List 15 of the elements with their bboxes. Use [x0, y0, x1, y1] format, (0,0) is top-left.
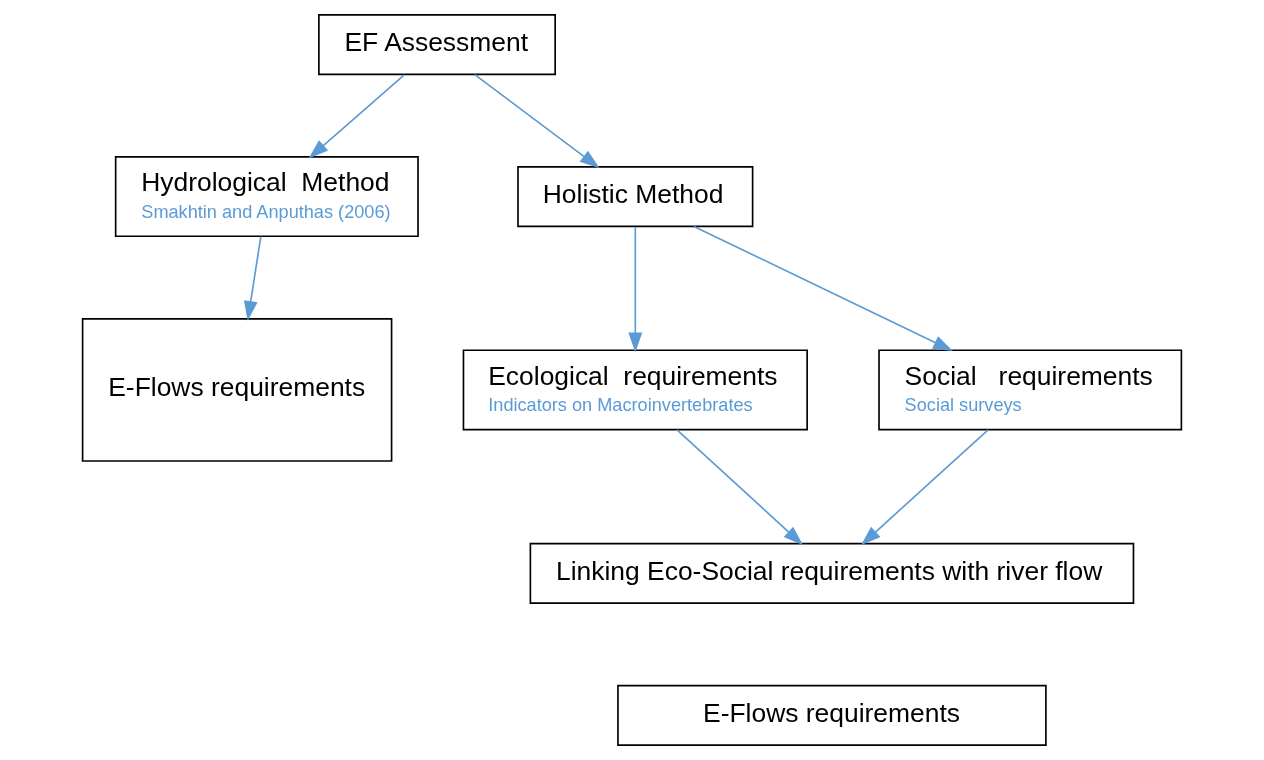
node-box: E-Flows requirements [81, 318, 393, 462]
arrow [628, 226, 643, 353]
node-box: Holistic Method [517, 166, 754, 228]
node-box: E-Flows requirements [617, 684, 1047, 746]
arrow [676, 428, 804, 546]
node-box: Hydrological Method Smakhtin and Anputhas (2006) [114, 156, 419, 238]
arrow [243, 235, 262, 321]
arrow [473, 73, 600, 169]
node-box: Ecological requirements Indicators on Macroinvertebrates [462, 349, 808, 431]
arrow [693, 225, 953, 352]
arrow [308, 74, 406, 159]
node-box: EF Assessment [318, 14, 556, 76]
arrow [861, 428, 989, 546]
node-box: Linking Eco-Social requirements with river flow [529, 542, 1135, 604]
node-box: Social requirements Social surveys [878, 349, 1183, 431]
